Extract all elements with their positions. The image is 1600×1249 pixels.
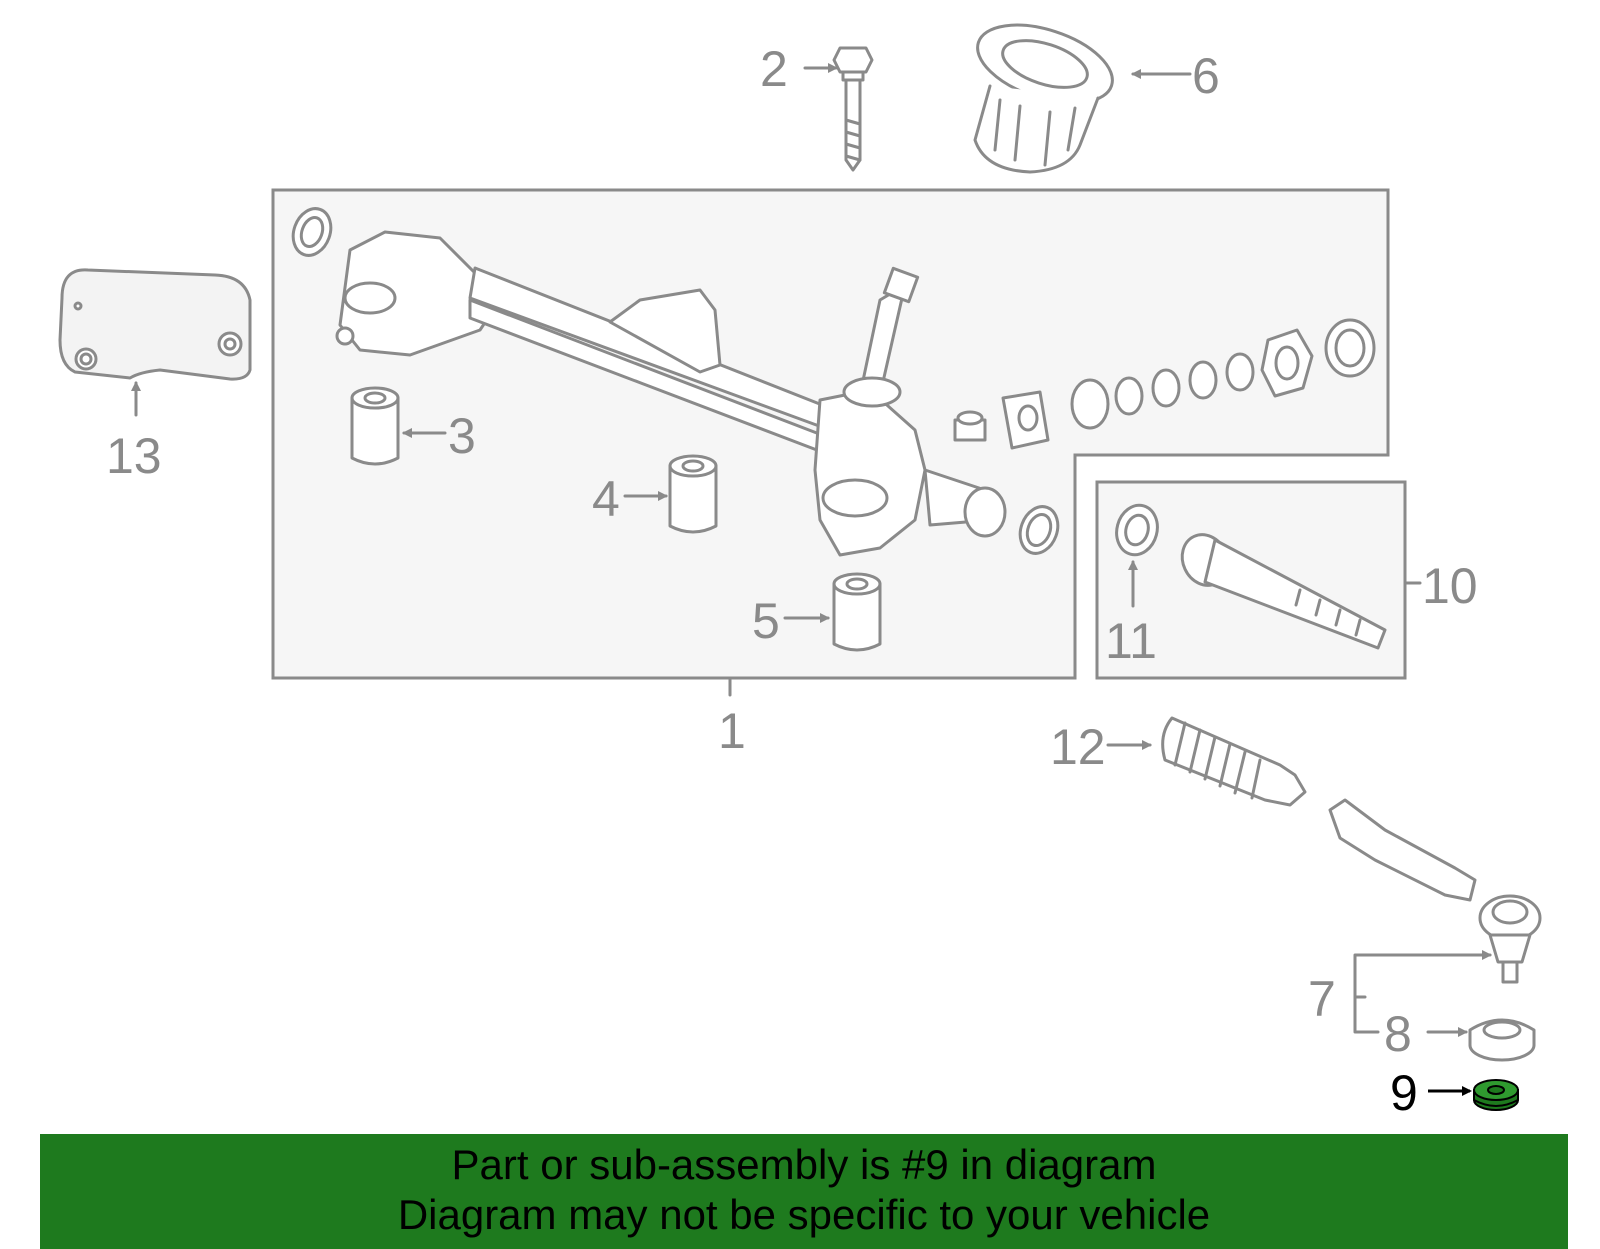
- seal-kit-part: [953, 318, 1376, 450]
- leader-lines: [131, 63, 1492, 1096]
- callout-9: 9: [1390, 1065, 1418, 1121]
- bushing-part: [668, 454, 718, 534]
- callout-7: 7: [1308, 971, 1336, 1027]
- callout-4: 4: [592, 471, 620, 527]
- bolt-part: [832, 46, 874, 172]
- column-boot-part: [973, 23, 1114, 174]
- callout-1: 1: [718, 703, 746, 759]
- dust-seal-part: [1468, 1018, 1536, 1062]
- heat-shield-part: [58, 268, 252, 381]
- callout-2: 2: [760, 41, 788, 97]
- callout-3: 3: [448, 408, 476, 464]
- steering-rack-part: [291, 207, 1060, 557]
- callout-6: 6: [1192, 48, 1220, 104]
- callout-13: 13: [106, 428, 162, 484]
- bushing-part: [832, 572, 882, 652]
- callout-5: 5: [752, 593, 780, 649]
- bushing-part: [350, 386, 400, 466]
- washer-part: [1115, 503, 1159, 557]
- callout-8: 8: [1384, 1006, 1412, 1062]
- bellows-boot-part: [1161, 716, 1307, 807]
- nut-part-highlighted: [1473, 1079, 1519, 1111]
- callout-11: 11: [1105, 613, 1157, 669]
- inner-tie-rod-part: [1180, 533, 1387, 650]
- banner-line-1: Part or sub-assembly is #9 in diagram: [451, 1141, 1157, 1188]
- tie-rod-end-part: [1328, 798, 1542, 984]
- callout-10: 10: [1422, 558, 1478, 614]
- info-banner: Part or sub-assembly is #9 in diagram Di…: [40, 1134, 1568, 1249]
- callout-12: 12: [1050, 719, 1106, 775]
- banner-line-2: Diagram may not be specific to your vehi…: [397, 1191, 1211, 1238]
